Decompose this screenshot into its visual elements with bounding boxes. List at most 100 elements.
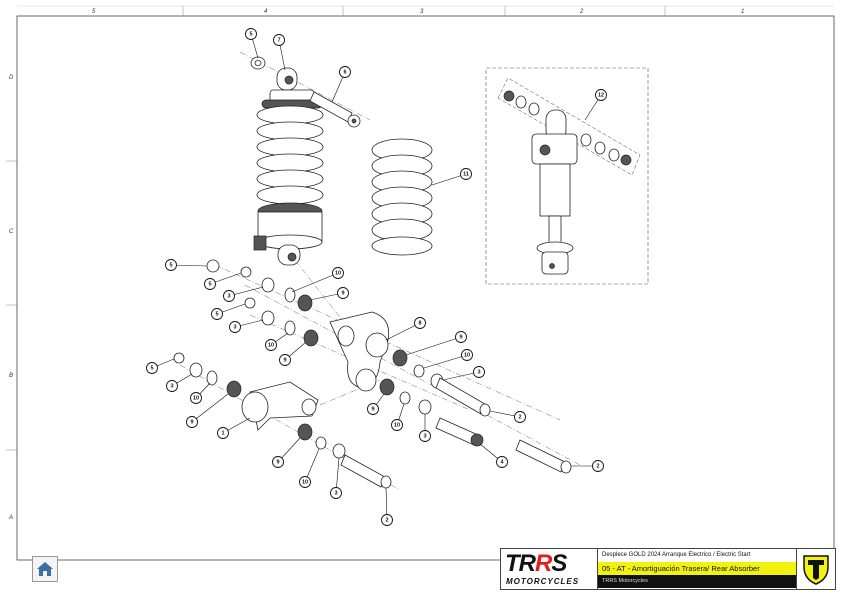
part-callout: 3 [419,414,431,442]
callout-number: 3 [334,491,337,497]
callout-leader-line [431,173,467,186]
callout-leader-line [423,354,468,369]
callout-bubble [391,419,403,431]
part-callout: 5 [211,303,246,320]
callout-bubble [299,476,311,488]
callout-number: 9 [283,358,286,364]
callout-leader-line [385,322,421,341]
part-callout: 3 [229,319,264,333]
spring [371,138,433,256]
callout-bubble [592,460,604,472]
callout-bubble [273,34,285,46]
zone-row-label: D [9,75,14,81]
part-callout: 3 [330,457,342,499]
zone-row-label: C [9,229,14,235]
callout-number: 9 [459,335,462,341]
part-callout: 5 [245,28,259,59]
part-callout: 4 [479,443,508,468]
part-callout: 3 [166,373,193,392]
zone-column-label: 2 [579,9,584,15]
callout-number: 5 [249,32,252,38]
zone-column-label: 1 [741,9,744,15]
part-callout: 8 [385,317,426,341]
callout-bubble [414,317,426,329]
callout-number: 3 [423,434,426,440]
callout-number: 8 [418,321,421,327]
callout-bubble [496,456,508,468]
part-callout: 9 [272,437,301,468]
callout-number: 3 [227,294,230,300]
part-callout: 10 [423,349,473,369]
callout-bubble [166,380,178,392]
callout-leader-line [170,264,208,267]
part-callout: 2 [489,410,526,423]
callout-bubble [337,287,349,299]
callout-number: 3 [170,384,173,390]
callout-number: 5 [169,263,172,269]
part-callout: 9 [186,393,229,428]
zone-column-label: 5 [92,9,96,15]
part-callout: 3 [223,286,264,302]
callout-bubble [190,392,202,404]
damper-kit-inset [485,67,649,285]
home-icon [37,562,53,576]
callout-bubble [229,321,241,333]
drawing-frame: 5 4 3 2 1 D C B A [6,5,835,561]
rear-shock-absorber [250,56,361,266]
part-callout: 7 [273,34,286,71]
callout-number: 10 [335,271,341,277]
callout-number: 9 [190,420,193,426]
callout-number: 1 [221,431,224,437]
callout-bubble [339,66,351,78]
callout-number: 9 [341,291,344,297]
callout-bubble [460,168,472,180]
part-callout: 9 [309,287,349,301]
zone-row-label: B [9,373,13,379]
callout-number: 11 [463,172,469,178]
callout-bubble [223,290,235,302]
callout-leader-line [405,336,462,356]
callout-number: 10 [193,396,199,402]
part-callout: 5 [146,358,175,374]
part-callout: 10 [190,382,211,404]
callout-number: 12 [598,93,604,99]
callout-number: 6 [343,70,346,76]
brand-shield-icon [796,549,835,589]
part-callout: 10 [291,267,344,293]
callout-bubble [332,267,344,279]
callout-bubble [279,354,291,366]
part-callout: 5 [165,259,208,271]
home-button[interactable] [32,556,58,582]
callout-number: 10 [464,353,470,359]
callout-number: 2 [596,464,599,470]
section-title: 05 - AT - Amortiguación Trasera/ Rear Ab… [598,562,796,575]
part-callout: 9 [367,393,385,415]
callout-bubble [595,89,607,101]
callout-bubble [146,362,158,374]
callout-number: 5 [208,282,211,288]
part-callout: 2 [571,460,604,472]
title-block: TRRS MOTORCYCLES Desplece GOLD 2024 Arra… [500,548,836,590]
callout-bubble [330,487,342,499]
part-callout: 6 [331,66,351,103]
shock-spring-coils [256,105,324,205]
callout-bubble [265,339,277,351]
callout-number: 5 [215,312,218,318]
trrs-logo: TRRS MOTORCYCLES [501,549,598,589]
callout-number: 10 [302,480,308,486]
callout-number: 2 [385,518,388,524]
callout-number: 4 [500,460,504,466]
callout-bubble [473,366,485,378]
part-callout: 11 [431,168,472,186]
callout-number: 9 [276,460,279,466]
part-callout: 5 [204,272,242,290]
zone-column-label: 3 [420,9,424,15]
part-callout: 1 [217,417,251,439]
assembly-axis-lines [179,51,581,491]
callout-number: 9 [371,407,374,413]
callout-bubble [211,308,223,320]
callout-bubble [381,514,393,526]
company-name: TRRS Motorcycles [598,575,796,588]
callout-bubble [165,259,177,271]
callout-bubble [461,349,473,361]
